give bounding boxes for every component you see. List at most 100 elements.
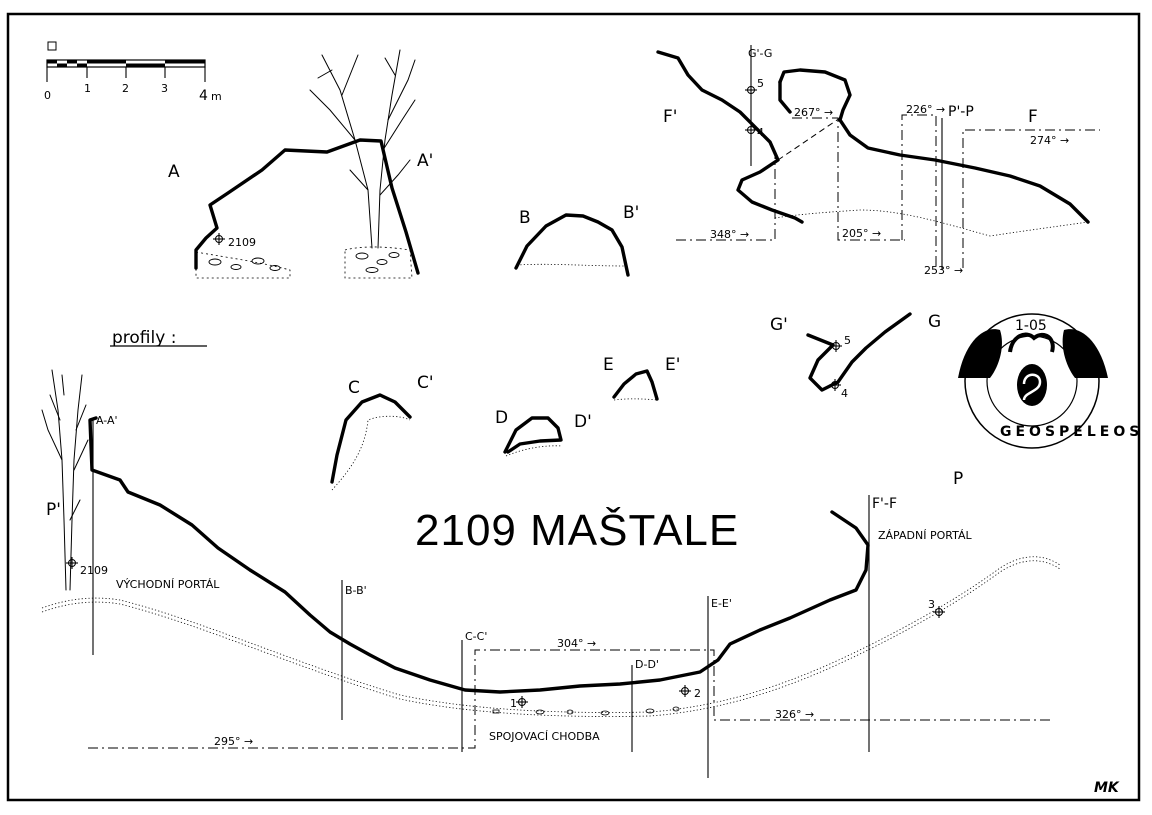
section-d-profile (503, 416, 563, 454)
section-e-left-label: E (603, 355, 614, 375)
az253-label: 253° → (924, 264, 963, 277)
scale-tick-3: 3 (161, 82, 168, 95)
az205-label: 205° → (842, 227, 881, 240)
az226-line (901, 114, 937, 268)
station-2109-a (213, 233, 225, 245)
logo-s-mark (1022, 373, 1042, 401)
station-4-g-label: 4 (841, 387, 848, 400)
scale-bar: 0 1 2 3 4 m (44, 41, 222, 104)
geospeleos-logo: 1-05 GEOSPELEOS (958, 313, 1143, 449)
station-1 (516, 696, 528, 708)
map-title: 2109 MAŠTALE (415, 505, 739, 555)
station-2-label: 2 (694, 687, 701, 700)
author-signature: MK (1094, 780, 1120, 796)
station-1-label: 1 (510, 697, 517, 710)
section-d-left-label: D (495, 408, 508, 428)
passage-floor-blocks (492, 706, 680, 716)
section-e: E E' (603, 355, 680, 401)
cave-ceiling-profile (88, 416, 870, 694)
station-4-g (829, 379, 841, 391)
north-box (47, 41, 57, 51)
section-c-left-label: C (348, 378, 360, 398)
station-5-g (830, 340, 842, 352)
azimuth-traverse-line (88, 649, 1050, 749)
station-5-f (745, 86, 757, 94)
section-f-outline-left (656, 50, 804, 224)
section-c-profile (330, 393, 412, 484)
section-a-profile (194, 138, 420, 275)
ground-surface (41, 556, 1061, 713)
profile-tree (41, 369, 89, 591)
logo-dragon-body (1017, 364, 1047, 406)
profiles-heading: profily : (112, 328, 176, 348)
station-2109-p-label: 2109 (80, 564, 108, 577)
section-f-right-label: F (1028, 107, 1038, 127)
section-g: G' G 5 4 (770, 312, 941, 400)
section-d: D D' (495, 408, 592, 457)
section-a-floor-right (344, 246, 413, 279)
pp-label: P'-P (948, 104, 974, 120)
logo-dragon-head (1008, 332, 1055, 353)
west-portal-label: ZÁPADNÍ PORTÁL (878, 529, 972, 542)
section-g-left-label: G' (770, 315, 788, 335)
section-c: C C' (330, 373, 434, 491)
station-5-f-label: 5 (757, 77, 764, 90)
station-3 (933, 606, 945, 618)
section-a-right-label: A' (417, 151, 433, 171)
logo-code: 1-05 (1015, 318, 1047, 334)
logo-name: GEOSPELEOS (1000, 424, 1143, 440)
passage-label: SPOJOVACÍ CHODBA (489, 730, 600, 743)
east-portal-label: VÝCHODNÍ PORTÁL (116, 578, 220, 591)
ee-label: E-E' (711, 597, 732, 610)
section-a-tree (309, 49, 416, 249)
ff-label: F'-F (872, 496, 897, 512)
section-g-right-label: G (928, 312, 941, 332)
section-e-profile (612, 369, 659, 401)
section-b-left-label: B (519, 208, 531, 228)
section-a-floor-left (195, 251, 291, 279)
section-f-floor (774, 209, 1089, 237)
section-b-floor (516, 263, 627, 267)
section-b-profile (514, 213, 630, 277)
section-b: B B' (514, 203, 639, 277)
scale-tick-1: 1 (84, 82, 91, 95)
az326-label: 326° → (775, 708, 814, 721)
section-e-floor (613, 398, 659, 401)
section-f-dashed-link (777, 117, 841, 161)
section-c-floor (331, 415, 411, 491)
section-f: F' F G'-G P'-P 5 4 348° → 267° → 226° → … (656, 45, 1100, 277)
station-5-g-label: 5 (844, 334, 851, 347)
section-p-right-label: P (953, 469, 963, 489)
section-b-right-label: B' (623, 203, 639, 223)
section-p-left-label: P' (46, 500, 61, 520)
az304-label: 304° → (557, 637, 596, 650)
scale-tick-0: 0 (44, 89, 51, 102)
logo-right-wing (1062, 329, 1108, 378)
section-a-blocks (208, 252, 400, 273)
gg-label: G'-G (748, 47, 772, 60)
az274-line (962, 129, 1100, 268)
longitudinal-profile: A-A' B-B' C-C' D-D' E-E' F'-F 295° → 304… (41, 369, 1061, 778)
station-2 (679, 685, 691, 697)
section-d-right-label: D' (574, 412, 592, 432)
az348-label: 348° → (710, 228, 749, 241)
aa-label: A-A' (96, 414, 118, 427)
bb-label: B-B' (345, 584, 367, 597)
section-a-left-label: A (168, 162, 180, 182)
section-f-chimney (778, 80, 792, 114)
ground-surface-inner (41, 560, 1061, 717)
station-2109-a-label: 2109 (228, 236, 256, 249)
az295-label: 295° → (214, 735, 253, 748)
az267-label: 267° → (794, 106, 833, 119)
station-2109-p (66, 557, 78, 569)
station-3-label: 3 (928, 598, 935, 611)
scale-tick-4: 4 (199, 88, 208, 104)
cc-label: C-C' (465, 630, 487, 643)
az348-line (676, 150, 776, 241)
station-4-f-label: 4 (757, 126, 764, 139)
logo-left-wing (958, 329, 1002, 378)
section-f-outline-right (778, 68, 1090, 224)
az226-label: 226° → (906, 103, 945, 116)
